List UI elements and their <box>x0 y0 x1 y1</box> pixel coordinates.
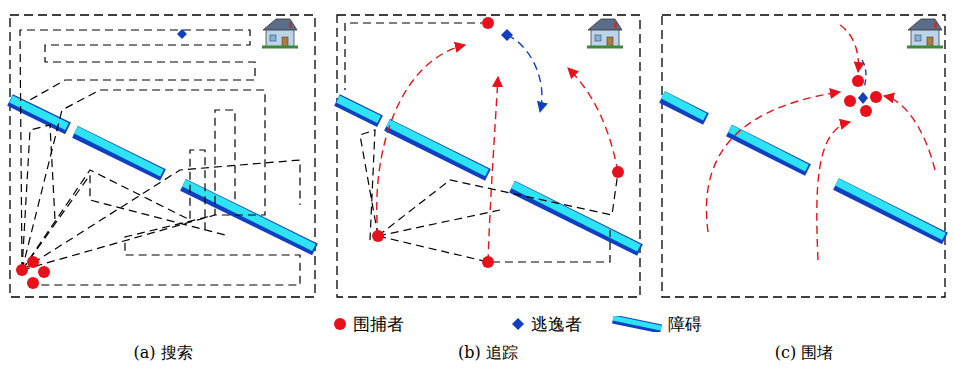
legend-label: 逃逸者 <box>531 313 582 336</box>
panel-caption: (c) 围堵 <box>775 343 834 364</box>
legend-swatch <box>332 316 348 332</box>
legend-swatch <box>612 316 662 332</box>
legend-label: 障碍 <box>668 313 702 336</box>
legend-label: 围捕者 <box>353 313 404 336</box>
panel-caption: (b) 追踪 <box>458 343 518 364</box>
panel-caption: (a) 搜索 <box>133 343 192 364</box>
legend-swatch <box>510 316 526 332</box>
